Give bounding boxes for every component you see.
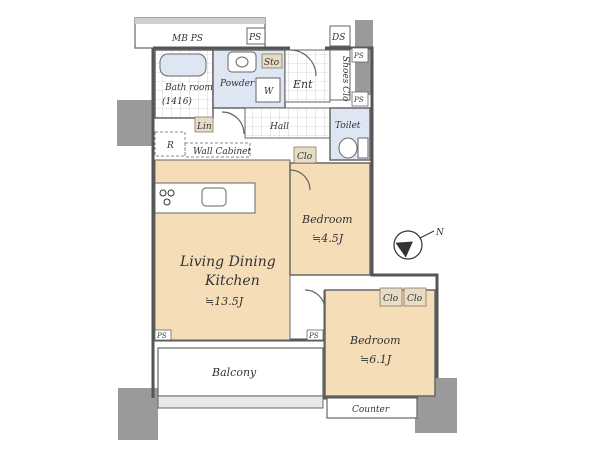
shoes-closet-label: Shoes Clo [340, 56, 350, 102]
ps-top-label: PS [248, 33, 261, 43]
powder-room-label: Powder room [219, 79, 281, 89]
ldk-size: ≒13.5J [205, 295, 244, 308]
entrance-label: Ent [292, 78, 313, 91]
bathroom-label: Bath room [164, 83, 213, 93]
ps-right-2-label: PS [353, 96, 364, 104]
washer-label: W [264, 87, 274, 97]
bedroom-1-label: Bedroom [301, 213, 353, 226]
toilet: Toilet [329, 107, 371, 161]
closet-1-label: Clo [297, 152, 313, 162]
bedroom-2-label: Bedroom [349, 334, 401, 347]
bedroom-2-size: ≒6.1J [360, 353, 392, 366]
bathroom-size: (1416) [162, 96, 192, 107]
hall-label: Hall [269, 122, 289, 132]
toilet-label: Toilet [335, 121, 361, 131]
closet-3-label: Clo [407, 294, 423, 304]
ps-right-1-label: PS [353, 52, 364, 60]
ds-label: DS [331, 33, 345, 43]
closet-2-label: Clo [383, 294, 399, 304]
counter: Counter [326, 397, 418, 419]
bathroom: Bath room (1416) [154, 49, 214, 119]
bedroom-1: Clo Bedroom ≒4.5J [289, 146, 371, 276]
hall: Hall [221, 107, 331, 139]
ldk-label-line1: Living Dining [179, 254, 276, 270]
linen-label: Lin [196, 122, 212, 132]
linen-tag [194, 116, 214, 133]
wall-cabinet-label: Wall Cabinet [193, 147, 251, 157]
ps-bottom-2-label: PS [308, 332, 319, 340]
refrigerator-label: R [166, 141, 174, 151]
entrance: Ent Shoes Clo PS PS [284, 47, 369, 107]
counter-label: Counter [352, 405, 390, 415]
balcony-label: Balcony [211, 366, 257, 379]
mb-ps-area: MB PS PS DS [134, 17, 351, 49]
north-compass: N [393, 228, 445, 260]
mb-ps-label: MB PS [171, 34, 203, 44]
ldk-label-line2: Kitchen [204, 273, 260, 289]
storage-tag [261, 53, 283, 69]
living-dining-kitchen: R Wall Cabinet Living Dining Kitchen ≒13… [154, 131, 324, 341]
ps-bottom-1-label: PS [156, 332, 167, 340]
powder-room: Powder room W Sto [212, 49, 286, 109]
bedroom-1-size: ≒4.5J [312, 232, 344, 245]
bedroom-2: Clo Clo Bedroom ≒6.1J [304, 287, 436, 397]
balcony: Balcony [157, 347, 324, 409]
north-icon: N [435, 228, 445, 238]
storage-label: Sto [264, 58, 280, 68]
